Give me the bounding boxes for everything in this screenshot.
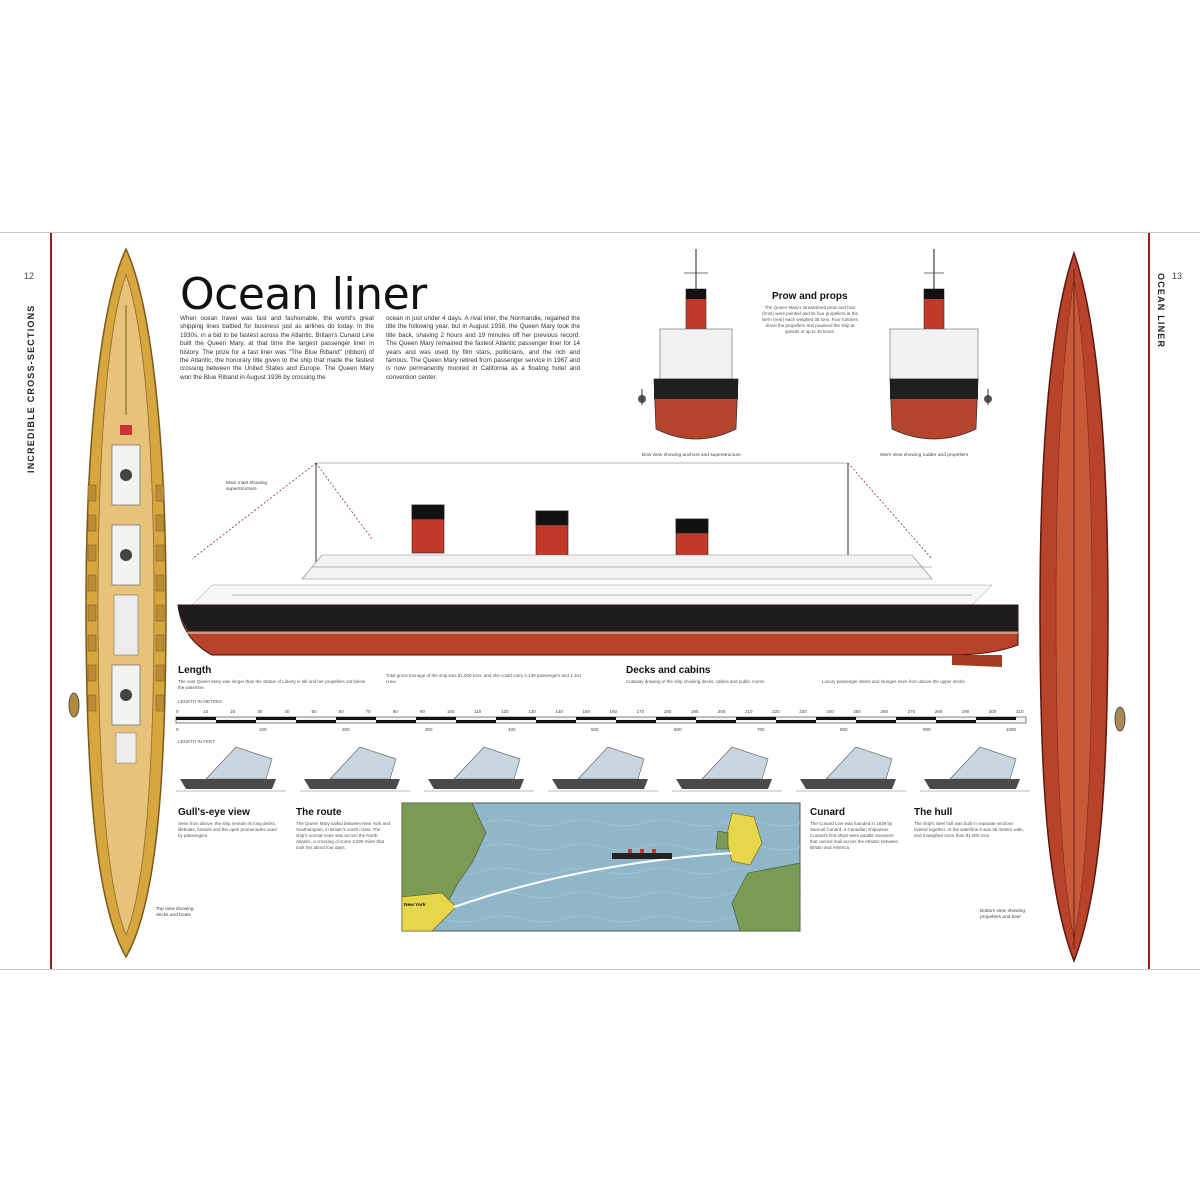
feet-tick-labels: 0 100 200 300 400 500 600 700 800 900 1000 — [176, 727, 1026, 735]
metre-tick-label: 110 — [474, 709, 482, 714]
route-heading: The route — [296, 807, 342, 818]
upper-decks-note: Luxury passenger decks and lounges seen … — [822, 679, 966, 684]
hull-bottom-view-illustration — [1039, 250, 1126, 964]
right-page-number: 13 — [1172, 271, 1183, 281]
length-heading: Length — [178, 665, 212, 676]
metre-tick-label: 20 — [230, 709, 236, 714]
page-title: Ocean liner — [180, 269, 427, 320]
metre-tick-label: 240 — [826, 709, 834, 714]
bottom-view-caption: Bottom view showing propellers and keel — [980, 909, 1026, 921]
hull-text: The ship's steel hull was built in separ… — [914, 821, 1025, 838]
right-running-head: OCEAN LINER — [1156, 273, 1166, 349]
feet-tick-label: 400 — [508, 727, 516, 732]
left-page-number: 12 — [24, 271, 35, 281]
feet-tick-label: 0 — [176, 727, 179, 732]
metre-tick-label: 10 — [203, 709, 209, 714]
feet-tick-label: 700 — [757, 727, 765, 732]
metre-tick-label: 210 — [745, 709, 753, 714]
metre-tick-label: 170 — [636, 709, 645, 714]
metre-tick-label: 50 — [311, 709, 317, 714]
right-margin-rule — [1148, 233, 1150, 969]
metre-tick-labels: 0 10 20 30 40 50 60 70 80 90 100 110 120 130 140 150 160… — [176, 709, 1026, 717]
metre-tick-label: 200 — [717, 709, 726, 714]
metre-tick-label: 140 — [555, 709, 563, 714]
gulls-eye-heading: Gull's-eye view — [178, 807, 250, 818]
route-map — [401, 802, 803, 932]
metre-tick-label: 130 — [528, 709, 536, 714]
map-label-new-york: New York — [404, 903, 426, 908]
comparison-ship-icon — [548, 746, 658, 792]
stern-view-caption: Stern view showing rudder and propellers — [880, 453, 969, 458]
scale-comparison-ships — [176, 746, 1030, 792]
feet-tick-label: 800 — [840, 727, 848, 732]
metre-tick-label: 250 — [853, 709, 861, 714]
book-spread: INCREDIBLE CROSS-SECTIONS OCEAN LINER 12… — [0, 232, 1200, 970]
cunard-heading: Cunard — [810, 807, 845, 818]
hull-heading: The hull — [914, 807, 953, 818]
metre-tick-label: 160 — [609, 709, 618, 714]
ruler-metres-label: LENGTH IN METRES — [178, 699, 223, 704]
stern-view-illustration — [889, 249, 992, 440]
metre-tick-label: 280 — [934, 709, 943, 714]
comparison-ship-icon — [920, 746, 1030, 792]
metre-tick-label: 60 — [338, 709, 344, 714]
metre-tick-label: 270 — [907, 709, 916, 714]
metre-tick-label: 30 — [257, 709, 263, 714]
bow-view-illustration — [638, 249, 739, 440]
feet-tick-label: 200 — [342, 727, 350, 732]
feet-tick-label: 900 — [923, 727, 931, 732]
decks-and-cabins-heading: Decks and cabins — [626, 665, 711, 676]
metre-tick-label: 80 — [392, 709, 398, 714]
metre-tick-label: 40 — [284, 709, 290, 714]
feet-tick-label: 100 — [259, 727, 267, 732]
top-view-ship-illustration — [68, 247, 167, 959]
comparison-ship-icon — [796, 746, 906, 792]
metre-tick-label: 260 — [880, 709, 889, 714]
feet-tick-label: 500 — [591, 727, 599, 732]
length-ruler — [175, 716, 1027, 724]
comparison-ship-icon — [300, 746, 410, 792]
prow-and-props-text: The Queen Mary's streamlined prow and bo… — [761, 305, 859, 334]
intro-column-1: When ocean travel was fast and fashionab… — [180, 315, 374, 381]
metre-tick-label: 290 — [961, 709, 970, 714]
comparison-ship-icon — [672, 746, 782, 792]
metre-tick-label: 190 — [690, 709, 699, 714]
intro-column-2: ocean in just under 4 days. A rival line… — [386, 315, 580, 381]
top-view-caption: Top view showing decks and boats — [156, 907, 194, 919]
metre-tick-label: 90 — [419, 709, 425, 714]
metre-tick-label: 120 — [501, 709, 509, 714]
metre-tick-label: 150 — [582, 709, 590, 714]
comparison-ship-icon — [424, 746, 534, 792]
gulls-eye-text: Seen from above, the ship reveals its lo… — [178, 821, 277, 838]
feet-tick-label: 300 — [425, 727, 433, 732]
ruler-feet-label: LENGTH IN FEET — [178, 739, 215, 744]
prow-and-props-heading: Prow and props — [772, 291, 848, 302]
feet-tick-label: 600 — [674, 727, 682, 732]
metre-tick-label: 220 — [772, 709, 780, 714]
comparison-ship-icon — [176, 746, 286, 792]
route-text: The Queen Mary sailed between New York a… — [296, 821, 391, 850]
feet-tick-label: 1000 — [1006, 727, 1017, 732]
bow-view-caption: Bow view showing anchors and superstruct… — [642, 453, 741, 458]
left-margin-rule — [50, 233, 52, 969]
length-text: The vast Queen Mary was longer than the … — [178, 679, 366, 690]
metre-tick-label: 0 — [176, 709, 179, 714]
tonnage-note: Total gross tonnage of the ship was 81,0… — [386, 673, 582, 684]
metre-tick-label: 310 — [1016, 709, 1024, 714]
decks-and-cabins-text: Cutaway drawing of the ship showing deck… — [626, 679, 766, 684]
mast-caption: Main mast showing superstructure — [226, 481, 268, 493]
cunard-text: The Cunard Line was founded in 1839 by S… — [810, 821, 899, 850]
left-running-head: INCREDIBLE CROSS-SECTIONS — [26, 304, 36, 473]
side-profile-illustration — [177, 462, 1019, 667]
metre-tick-label: 180 — [663, 709, 672, 714]
metre-tick-label: 100 — [446, 709, 455, 714]
metre-tick-label: 230 — [799, 709, 807, 714]
metre-tick-label: 300 — [988, 709, 997, 714]
metre-tick-label: 70 — [365, 709, 371, 714]
